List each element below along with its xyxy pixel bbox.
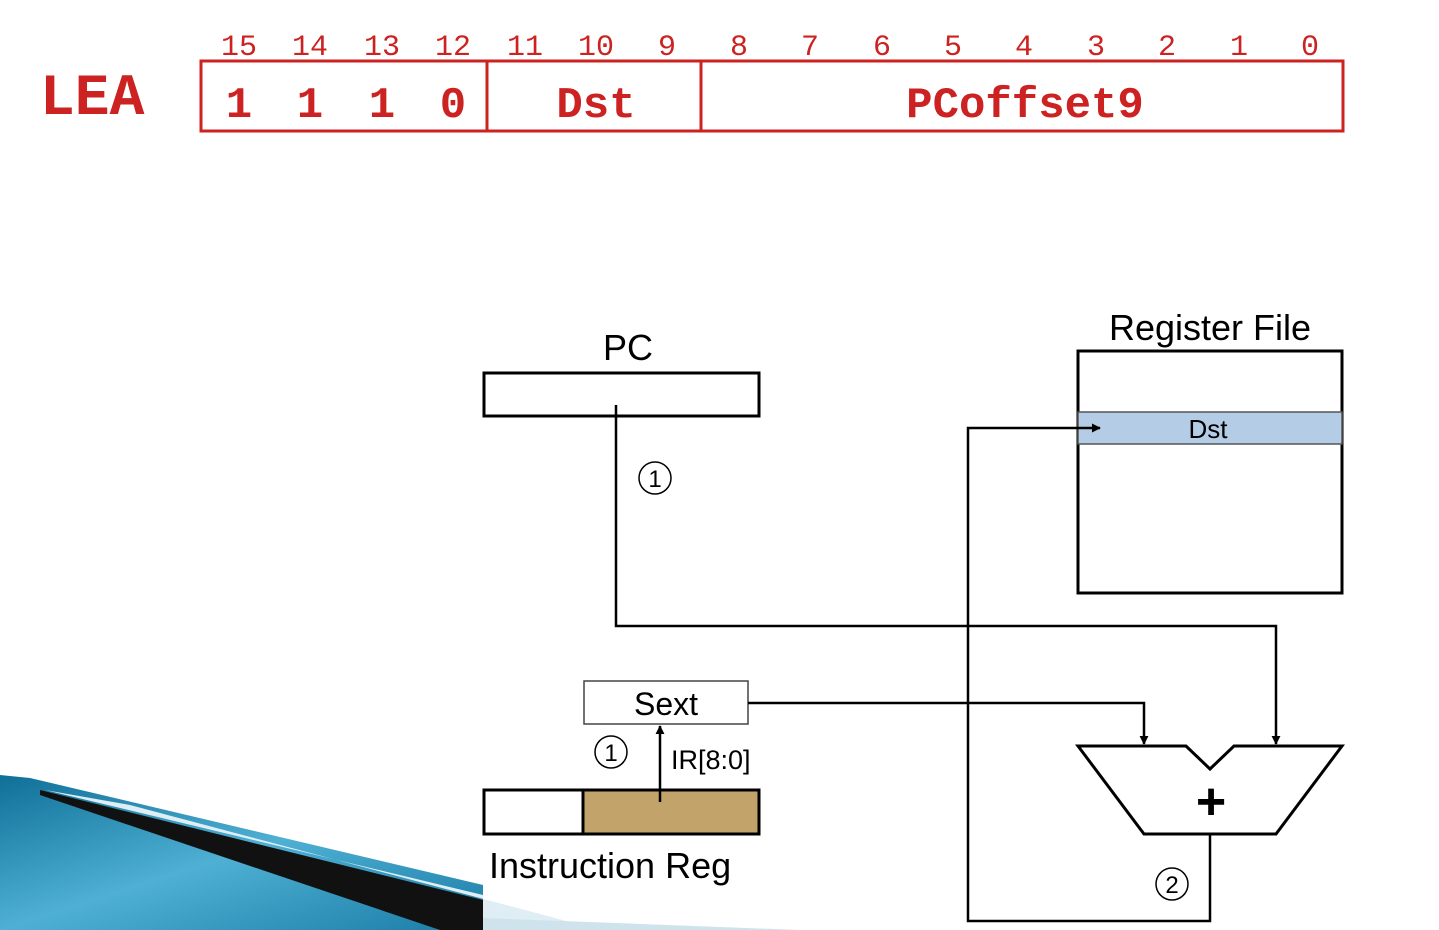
svg-text:1: 1: [604, 740, 617, 767]
instruction-reg-label: Instruction Reg: [489, 845, 731, 886]
bit-number-row: 15 14 13 12 11 10 9 8 7 6 5 4 3 2 1 0: [221, 31, 1319, 65]
bit-number-8: 8: [730, 31, 748, 65]
bit-number-15: 15: [221, 31, 257, 65]
bit-number-0: 0: [1301, 31, 1319, 65]
opcode-bit-14: 1: [297, 81, 323, 131]
ir-bits-label: IR[8:0]: [671, 745, 751, 775]
dst-field: Dst: [556, 81, 635, 131]
sext-box: [583, 680, 749, 725]
pc-register: [482, 371, 761, 418]
bit-number-9: 9: [658, 31, 676, 65]
bit-number-3: 3: [1087, 31, 1105, 65]
bit-number-14: 14: [292, 31, 328, 65]
slide-decoration: [0, 775, 800, 930]
bit-number-6: 6: [873, 31, 891, 65]
bit-number-1: 1: [1230, 31, 1248, 65]
adder: [1075, 744, 1345, 836]
opcode-bit-13: 1: [369, 81, 395, 131]
bit-number-7: 7: [801, 31, 819, 65]
step-marker-adder-out: 2: [1155, 867, 1189, 901]
step-marker-pc: 1: [638, 461, 672, 495]
adder-symbol: +: [1196, 773, 1226, 831]
bit-number-12: 12: [435, 31, 471, 65]
sext-label: Sext: [634, 686, 698, 722]
bit-number-5: 5: [944, 31, 962, 65]
adder-to-dst-wire: [966, 423, 1212, 923]
svg-text:1: 1: [648, 466, 661, 493]
register-file-dst-label: Dst: [1189, 414, 1229, 444]
pc-to-adder-wire: [614, 405, 1281, 745]
opcode-bit-12: 0: [440, 81, 466, 131]
encoding-box: [199, 59, 1345, 133]
register-file: [1076, 349, 1344, 595]
bit-number-11: 11: [507, 31, 543, 65]
bit-number-4: 4: [1015, 31, 1033, 65]
offset-field: PCoffset9: [906, 81, 1144, 131]
step-marker-sext: 1: [594, 735, 628, 769]
sext-to-adder-wire: [748, 701, 1149, 745]
datapath: PC Register File Dst Sext Instruction Re…: [482, 307, 1345, 923]
pc-label: PC: [603, 327, 653, 368]
opcode-name: LEA: [40, 67, 145, 132]
bit-number-13: 13: [364, 31, 400, 65]
ir-offset-field: [581, 788, 761, 836]
instruction-encoding: LEA 15 14 13 12 11 10 9 8 7 6 5 4 3 2 1 …: [40, 31, 1345, 133]
bit-number-2: 2: [1158, 31, 1176, 65]
bit-number-10: 10: [578, 31, 614, 65]
svg-text:2: 2: [1165, 872, 1178, 899]
register-file-label: Register File: [1109, 307, 1311, 348]
opcode-bit-15: 1: [226, 81, 252, 131]
